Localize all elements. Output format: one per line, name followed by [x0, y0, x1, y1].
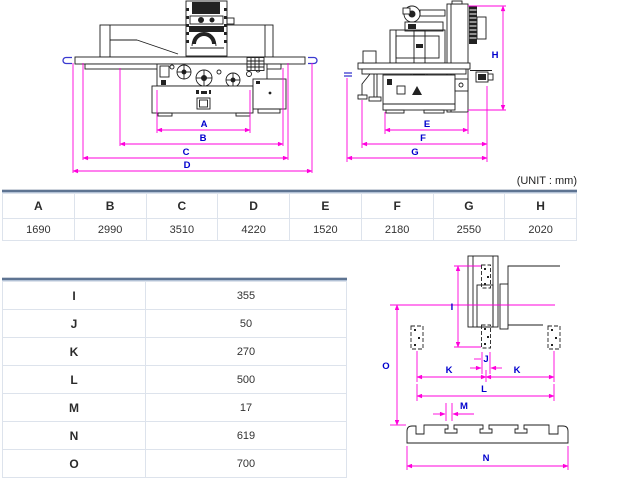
- table-header-row: A B C D E F G H: [2, 193, 577, 219]
- table-top-band: [2, 277, 347, 281]
- dim-label-K-right: K: [514, 365, 521, 376]
- row-value: 700: [145, 449, 347, 478]
- value-cell: 4220: [217, 218, 290, 241]
- value-cell: 3510: [145, 218, 219, 241]
- dim-label-K-left: K: [446, 365, 453, 376]
- row-value: 500: [145, 365, 347, 394]
- table-row: L 500: [2, 365, 347, 394]
- row-label: M: [2, 393, 146, 422]
- machine-elevation-drawings: A B C D: [62, 0, 506, 174]
- row-label: I: [2, 281, 146, 310]
- value-cell: 2550: [432, 218, 506, 241]
- front-view-dimensions: A B C D: [72, 63, 313, 174]
- value-cell: 2990: [73, 218, 147, 241]
- dim-label-F: F: [420, 133, 426, 144]
- header-cell: F: [360, 193, 434, 219]
- dim-label-C: C: [183, 147, 190, 158]
- header-cell: E: [289, 193, 362, 219]
- value-cell: 2180: [360, 218, 434, 241]
- dim-label-O: O: [382, 361, 389, 372]
- side-view-dimensions: E F G H: [346, 5, 506, 162]
- anchor-bolt-groups: [410, 264, 561, 350]
- table-row: J 50: [2, 309, 347, 338]
- value-cell: 1520: [289, 218, 362, 241]
- dimension-table-a-h: A B C D E F G H 1690 2990 3510 4220 1520…: [2, 189, 577, 241]
- foundation-dimensions: I O J K K L M N: [382, 265, 569, 470]
- table-end-clip-right: [308, 56, 318, 65]
- header-cell: C: [145, 193, 219, 219]
- table-row: N 619: [2, 421, 347, 450]
- row-value: 270: [145, 337, 347, 366]
- t-slot-table-section: [406, 424, 569, 444]
- unit-note: (UNIT : mm): [516, 175, 577, 187]
- control-panel-grid: [246, 57, 265, 71]
- dim-label-J: J: [483, 354, 488, 365]
- dim-label-A: A: [201, 119, 208, 130]
- foundation-plan-drawing: I O J K K L M N: [382, 255, 569, 470]
- dim-label-N: N: [483, 453, 490, 464]
- dim-label-D: D: [184, 160, 191, 171]
- dimension-table-i-o: I 355 J 50 K 270 L 500 M 17 N 619 O 700: [2, 277, 347, 478]
- row-label: K: [2, 337, 146, 366]
- table-row: I 355: [2, 281, 347, 310]
- header-cell: G: [432, 193, 506, 219]
- header-cell: A: [2, 193, 75, 219]
- table-value-row: 1690 2990 3510 4220 1520 2180 2550 2020: [2, 218, 577, 241]
- front-view-drawing: [62, 0, 318, 117]
- dim-label-E: E: [424, 119, 430, 130]
- row-value: 50: [145, 309, 347, 338]
- row-label: L: [2, 365, 146, 394]
- table-row: O 700: [2, 449, 347, 478]
- row-label: N: [2, 421, 146, 450]
- row-value: 17: [145, 393, 347, 422]
- header-cell: D: [217, 193, 290, 219]
- header-cell: H: [504, 193, 577, 219]
- value-cell: 1690: [2, 218, 75, 241]
- row-value: 355: [145, 281, 347, 310]
- dim-label-I: I: [451, 302, 454, 313]
- table-row: K 270: [2, 337, 347, 366]
- dim-label-M: M: [460, 401, 468, 412]
- side-view-drawing: [344, 0, 494, 114]
- table-top-band: [2, 189, 577, 193]
- dim-label-L: L: [481, 384, 487, 395]
- row-value: 619: [145, 421, 347, 450]
- coolant-break-mark: [344, 72, 352, 77]
- dim-label-B: B: [200, 133, 207, 144]
- row-label: O: [2, 449, 146, 478]
- header-cell: B: [73, 193, 147, 219]
- table-row: M 17: [2, 393, 347, 422]
- value-cell: 2020: [504, 218, 577, 241]
- dim-label-H: H: [492, 50, 499, 61]
- dim-label-G: G: [411, 147, 418, 158]
- row-label: J: [2, 309, 146, 338]
- table-end-clip-left: [62, 56, 72, 65]
